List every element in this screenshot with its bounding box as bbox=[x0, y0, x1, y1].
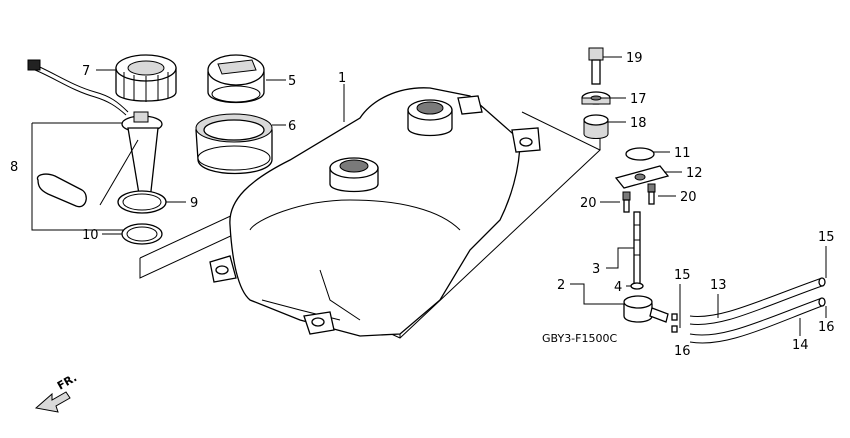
fuel-gauge-unit bbox=[27, 59, 163, 208]
gasket-rings bbox=[117, 190, 167, 245]
callout-1: 1 bbox=[338, 71, 346, 86]
callout-20-left: 20 bbox=[580, 196, 597, 211]
callout-16-left: 16 bbox=[674, 344, 691, 359]
callout-4: 4 bbox=[614, 280, 622, 295]
strainer-6 bbox=[195, 113, 273, 175]
fuel-tank bbox=[209, 87, 541, 337]
callout-7: 7 bbox=[82, 64, 90, 79]
callout-20-right: 20 bbox=[680, 190, 697, 205]
filler-cap-5 bbox=[207, 54, 265, 104]
callout-9: 9 bbox=[190, 196, 198, 211]
fuel-tubes bbox=[671, 277, 826, 344]
callout-5: 5 bbox=[288, 74, 296, 89]
callout-3: 3 bbox=[592, 262, 600, 277]
filler-cap-7 bbox=[115, 54, 177, 102]
callout-labels: 1 2 3 4 5 6 7 8 9 10 11 12 13 14 15 15 1… bbox=[10, 51, 835, 393]
leader-lines bbox=[96, 56, 827, 336]
callout-18: 18 bbox=[630, 116, 647, 131]
callout-16-right: 16 bbox=[818, 320, 835, 335]
callout-13: 13 bbox=[710, 278, 727, 293]
fuel-cock-parts bbox=[581, 47, 670, 323]
front-direction-arrow bbox=[34, 391, 71, 413]
callout-15-right: 15 bbox=[818, 230, 835, 245]
callout-11: 11 bbox=[674, 146, 691, 161]
diagram-code: GBY3-F1500C bbox=[542, 332, 617, 345]
callout-12: 12 bbox=[686, 166, 703, 181]
callout-6: 6 bbox=[288, 119, 296, 134]
callout-17: 17 bbox=[630, 92, 647, 107]
callout-15-left: 15 bbox=[674, 268, 691, 283]
callout-10: 10 bbox=[82, 228, 99, 243]
callout-19: 19 bbox=[626, 51, 643, 66]
callout-8: 8 bbox=[10, 160, 18, 175]
callout-14: 14 bbox=[792, 338, 809, 353]
front-direction-label: FR. bbox=[55, 371, 79, 392]
callout-2: 2 bbox=[557, 278, 565, 293]
